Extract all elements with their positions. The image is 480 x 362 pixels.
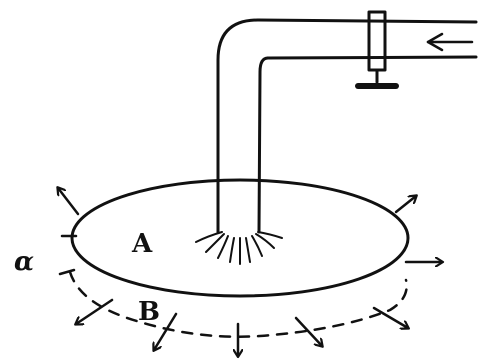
vertical-pipe [216, 18, 270, 234]
arrow-upper-right [394, 196, 416, 214]
label-region-a: A [131, 229, 153, 259]
disc-surface [70, 178, 410, 298]
outflow-arrows [58, 188, 442, 356]
inflow-arrow [426, 32, 474, 52]
supply-pipe [256, 18, 478, 60]
edge-ticks [58, 234, 78, 276]
arrow-bottom-right [294, 316, 322, 346]
arrow-lower-left [76, 298, 114, 324]
label-region-b: B [138, 297, 160, 327]
arrow-bottom-left [154, 312, 178, 350]
arrow-upper-left [58, 188, 80, 216]
label-angle: α [14, 247, 34, 277]
arrow-lower-right [372, 306, 408, 328]
valve [355, 10, 399, 89]
outer-boundary-dashed [68, 270, 408, 338]
outflow-spread [195, 231, 283, 265]
